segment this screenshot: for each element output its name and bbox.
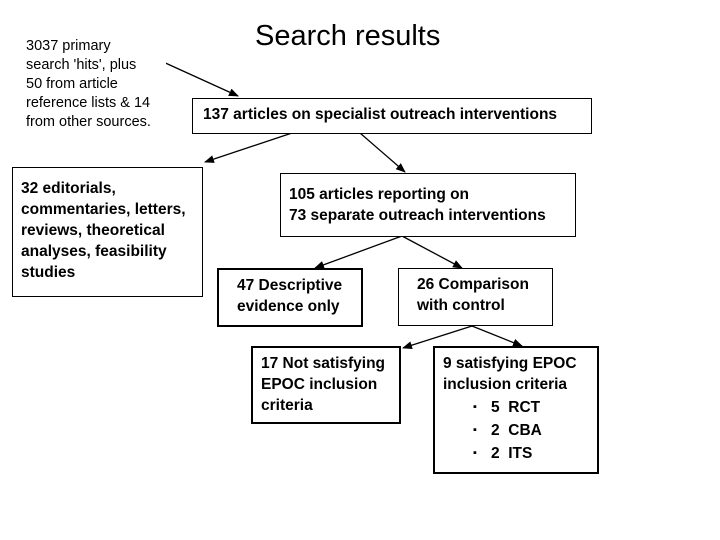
box-17-not-epoc: 17 Not satisfying EPOC inclusion criteri… [251, 346, 401, 424]
item-label: CBA [508, 422, 542, 439]
arrow-comparison-to-not-epoc [402, 325, 473, 350]
box-text: 137 articles on specialist outreach inte… [203, 106, 558, 123]
study-design-list: ▪ 5 RCT ▪ 2 CBA ▪ 2 ITS [443, 396, 589, 465]
box-text: 26 Comparison [417, 276, 529, 293]
box-text: 105 articles reporting on [289, 186, 470, 203]
arrow-articles-to-reporting [359, 132, 406, 173]
note-line: from other sources. [26, 114, 151, 130]
arrow-reporting-to-descriptive [314, 235, 403, 269]
bullet-icon: ▪ [473, 401, 477, 413]
item-label: RCT [508, 399, 541, 416]
box-text: EPOC inclusion [261, 376, 378, 393]
box-text: analyses, feasibility [21, 243, 167, 260]
list-item: ▪ 2 CBA [473, 419, 589, 442]
box-text: 17 Not satisfying [261, 355, 386, 372]
box-105-articles: 105 articles reporting on 73 separate ou… [280, 173, 576, 237]
bullet-icon: ▪ [473, 447, 477, 459]
item-label: ITS [508, 445, 533, 462]
box-47-descriptive: 47 Descriptive evidence only [217, 268, 363, 327]
item-count: 2 [491, 422, 500, 439]
arrow-reporting-to-comparison [401, 235, 463, 269]
box-text: 9 satisfying EPOC [443, 355, 577, 372]
search-sources-note: 3037 primary search 'hits', plus 50 from… [26, 37, 166, 132]
item-count: 2 [491, 445, 500, 462]
box-text: criteria [261, 397, 313, 414]
bullet-icon: ▪ [473, 424, 477, 436]
box-9-epoc: 9 satisfying EPOC inclusion criteria ▪ 5 … [433, 346, 599, 474]
box-text: 32 editorials, [21, 180, 116, 197]
note-line: reference lists & 14 [26, 95, 151, 111]
note-line: 3037 primary [26, 38, 111, 54]
list-item: ▪ 2 ITS [473, 442, 589, 465]
box-text: reviews, theoretical [21, 222, 165, 239]
item-count: 5 [491, 399, 500, 416]
box-text: 47 Descriptive [237, 277, 343, 294]
note-line: 50 from article [26, 76, 118, 92]
page-title: Search results [255, 20, 441, 52]
box-26-comparison: 26 Comparison with control [398, 268, 553, 326]
arrow-articles-to-editorials [204, 132, 293, 163]
box-text: evidence only [237, 298, 340, 315]
note-line: search 'hits', plus [26, 57, 137, 73]
box-text: studies [21, 264, 76, 281]
box-137-articles: 137 articles on specialist outreach inte… [192, 98, 592, 134]
box-text: with control [417, 297, 505, 314]
arrow-comparison-to-epoc [471, 325, 523, 347]
box-32-editorials: 32 editorials, commentaries, letters, re… [12, 167, 203, 297]
box-text: inclusion criteria [443, 376, 568, 393]
box-text: 73 separate outreach interventions [289, 207, 546, 224]
list-item: ▪ 5 RCT [473, 396, 589, 419]
box-text: commentaries, letters, [21, 201, 186, 218]
